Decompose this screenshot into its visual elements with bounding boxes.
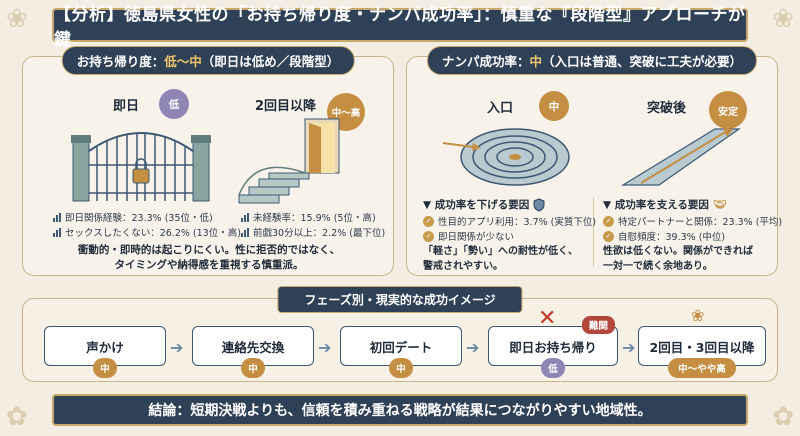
- step-badge: 低: [541, 358, 565, 378]
- heading-highlight: 低〜中: [164, 54, 202, 69]
- factor-item: ✓ 自慰頻度：39.3% (中位): [603, 229, 725, 243]
- bar-chart-icon: [53, 227, 61, 237]
- stat-row: 未経験率：15.9% (5位・高): [241, 210, 376, 224]
- gate-icon: [71, 132, 211, 202]
- factor-text: 即日関係が少ない: [438, 232, 515, 243]
- stat-text: セックスしたくない：26.2% (13位・高): [65, 228, 241, 239]
- stat-text: 未経験率：15.9% (5位・高): [253, 213, 376, 224]
- factor-down-note: 「軽さ」「勢い」への耐性が低く、 警戒されやすい。: [423, 245, 578, 274]
- bar-chart-icon: [241, 212, 249, 222]
- chevron-right-icon: ➔: [170, 338, 184, 357]
- summary-line: タイミングや納得感を重視する慎重派。: [114, 259, 304, 272]
- maze-icon: [442, 128, 570, 186]
- heading-suffix: （即日は低め／段階型）: [201, 54, 340, 69]
- column-divider: [593, 197, 594, 267]
- factor-up-note: 性欲は低くない。関係ができれば 一対一で続く余地あり。: [603, 245, 753, 274]
- stat-row: 前戯30分以上：2.2% (最下位): [241, 225, 385, 239]
- note-line: 一対一で続く余地あり。: [603, 260, 713, 272]
- step-badge: 中: [93, 358, 117, 378]
- factor-item: ✓ 即日関係が少ない: [423, 229, 514, 243]
- floral-corner-icon: ✿: [772, 402, 794, 432]
- factor-up-label: ▼ 成功率を支える要因: [603, 199, 709, 211]
- step-badge: 中: [389, 358, 413, 378]
- note-line: 警戒されやすい。: [423, 260, 503, 272]
- factor-text: 特定パートナーと関係：23.3% (平均): [618, 217, 783, 228]
- difficulty-tag: 難関: [582, 316, 616, 334]
- chevron-right-icon: ➔: [318, 338, 332, 357]
- factor-item: ✓ 性目的アプリ利用：3.7% (実質下位): [423, 214, 596, 228]
- conclusion-banner: 結論：短期決戦よりも、信頼を積み重ねる戦略が結果につながりやすい地域性。: [52, 394, 748, 426]
- lotus-icon: ❀: [691, 306, 705, 325]
- col-title-second-time: 2回目以降: [255, 99, 317, 114]
- bar-chart-icon: [53, 212, 61, 222]
- col-title-breakthrough: 突破後: [647, 101, 687, 116]
- col-title-sameday: 即日: [113, 99, 140, 114]
- factor-text: 自慰頻度：39.3% (中位): [618, 232, 726, 243]
- chevron-right-icon: ➔: [466, 338, 480, 357]
- stat-text: 即日関係経験：23.3% (35位・低): [65, 213, 213, 224]
- floral-corner-icon: ❀: [772, 4, 794, 34]
- heading-prefix: お持ち帰り度：: [76, 54, 165, 69]
- factor-text: 性目的アプリ利用：3.7% (実質下位): [438, 217, 597, 228]
- check-icon: ✓: [603, 230, 614, 242]
- step-badge: 中〜やや高: [668, 358, 736, 378]
- heading-suffix: （入口は普通、突破に工夫が必要）: [542, 54, 743, 69]
- floral-corner-icon: ❀: [6, 4, 28, 34]
- step-badge: 中: [241, 358, 265, 378]
- stat-text: 前戯30分以上：2.2% (最下位): [253, 228, 386, 239]
- heading-prefix: ナンパ成功率：: [441, 54, 530, 69]
- takeout-panel-heading: お持ち帰り度：低〜中（即日は低め／段階型）: [61, 46, 355, 75]
- handshake-icon: 🤝︎: [712, 198, 727, 211]
- factor-down-title: ▼ 成功率を下げる要因: [423, 197, 545, 212]
- shield-icon: [533, 197, 545, 212]
- summary-line: 衝動的・即時的は起こりにくい。性に拒否的ではなく、: [77, 244, 341, 256]
- col-title-entrance: 入口: [487, 101, 514, 116]
- pickup-panel-heading: ナンパ成功率：中（入口は普通、突破に工夫が必要）: [426, 46, 758, 75]
- stat-row: セックスしたくない：26.2% (13位・高): [53, 225, 241, 239]
- phase-heading: フェーズ別・現実的な成功イメージ: [277, 286, 523, 313]
- takeout-panel: お持ち帰り度：低〜中（即日は低め／段階型） 即日 低 2回目以降 中〜高: [22, 46, 394, 276]
- check-icon: ✓: [423, 215, 434, 227]
- stairs-door-icon: [238, 118, 340, 204]
- badge-low: 低: [159, 89, 189, 119]
- path-icon: [620, 128, 741, 186]
- note-line: 「軽さ」「勢い」への耐性が低く、: [423, 246, 578, 257]
- takeout-summary: 衝動的・即時的は起こりにくい。性に拒否的ではなく、 タイミングや納得感を重視する…: [33, 243, 385, 273]
- bar-chart-icon: [241, 227, 249, 237]
- floral-corner-icon: ✿: [6, 402, 28, 432]
- badge-stable: 安定: [709, 91, 747, 129]
- chevron-right-icon: ➔: [622, 338, 636, 357]
- stat-row: 即日関係経験：23.3% (35位・低): [53, 210, 213, 224]
- note-line: 性欲は低くない。関係ができれば: [603, 246, 753, 257]
- check-icon: ✓: [603, 215, 614, 227]
- factor-item: ✓ 特定パートナーと関係：23.3% (平均): [603, 214, 782, 228]
- pickup-panel: ナンパ成功率：中（入口は普通、突破に工夫が必要） 入口 中 突破後 安定 ▼ 成…: [406, 46, 782, 276]
- badge-mid: 中: [539, 91, 569, 121]
- step-first-date: 初回デート: [340, 326, 462, 366]
- heading-highlight: 中: [529, 54, 543, 69]
- factor-up-title: ▼ 成功率を支える要因 🤝︎: [603, 197, 727, 212]
- page-title: 【分析】徳島県女性の「お持ち帰り度・ナンパ成功率」：慎重な『段階型』アプローチが…: [52, 5, 748, 50]
- x-icon: ✕: [538, 306, 557, 331]
- factor-down-label: ▼ 成功率を下げる要因: [423, 199, 530, 211]
- check-icon: ✓: [423, 230, 434, 242]
